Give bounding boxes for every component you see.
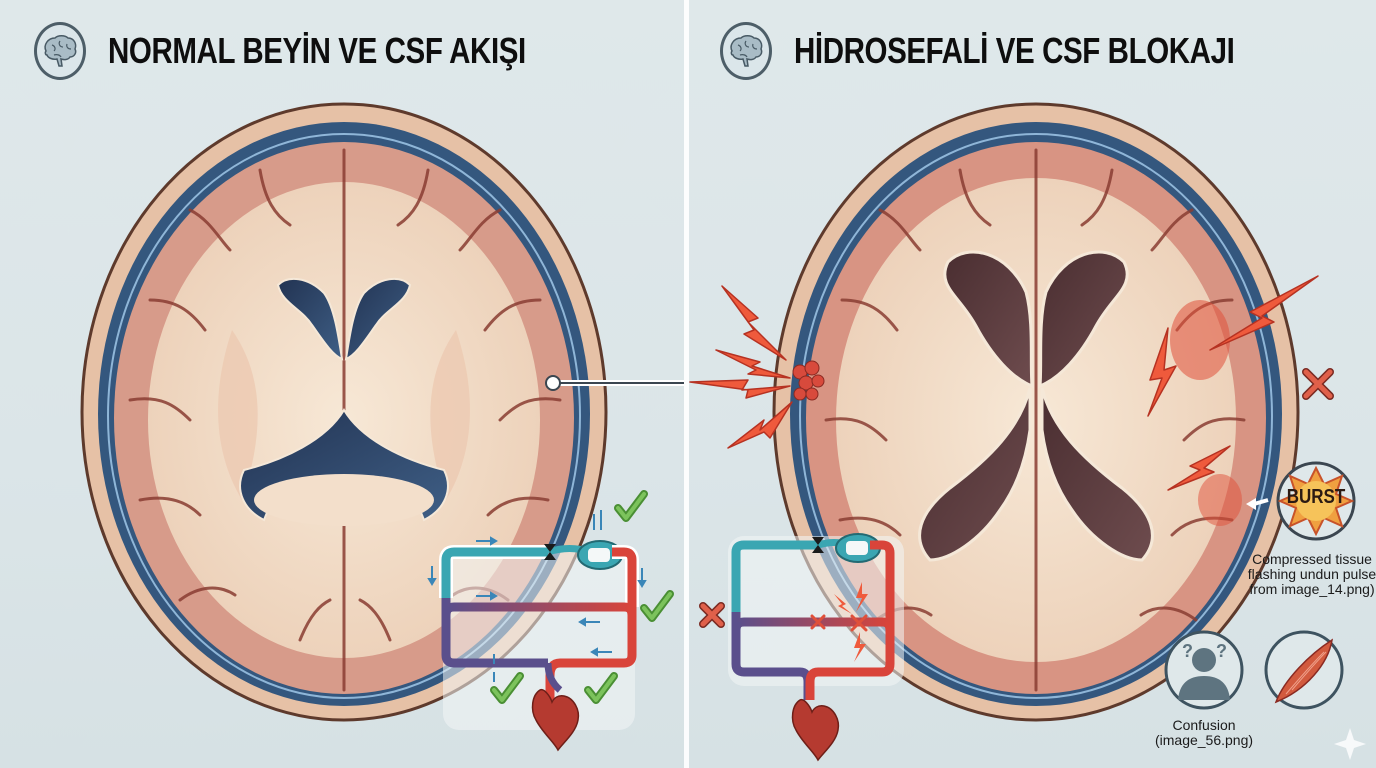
normal-title-row: NORMAL BEYİN VE CSF AKIŞI (34, 22, 618, 80)
sparkle-icon (1334, 728, 1366, 760)
burst-label: BURST (1286, 486, 1346, 508)
connector-line (545, 375, 684, 391)
svg-text:?: ? (1216, 641, 1227, 661)
muscle-icon (1264, 630, 1344, 710)
heart-icon (531, 688, 580, 752)
heart-icon (791, 698, 840, 762)
hydrocephalus-title-row: HİDROSEFALİ VE CSF BLOKAJI (720, 22, 1331, 80)
brain-icon (34, 22, 86, 80)
lightning-bolt-icon (689, 275, 1319, 491)
panel-title: HİDROSEFALİ VE CSF BLOKAJI (794, 30, 1235, 71)
panel-title: NORMAL BEYİN VE CSF AKIŞI (108, 30, 526, 71)
confusion-caption: Confusion (image_56.png) (1154, 717, 1254, 748)
svg-text:?: ? (1182, 641, 1193, 661)
normal-csf-flow-diagram (427, 490, 674, 752)
hydrocephalus-panel: HİDROSEFALİ VE CSF BLOKAJI (690, 0, 1376, 768)
normal-brain-panel: NORMAL BEYİN VE CSF AKIŞI (0, 0, 684, 768)
burst-caption: Compressed tissue flashing undun pulse f… (1247, 551, 1376, 597)
hydrocephalus-brain-cross-section (772, 102, 1300, 722)
panel-divider (684, 0, 689, 768)
brain-icon (720, 22, 772, 80)
blocked-csf-flow-diagram (728, 533, 904, 762)
burst-badge (1246, 461, 1356, 541)
confused-person-icon: ? ? (1164, 630, 1244, 710)
